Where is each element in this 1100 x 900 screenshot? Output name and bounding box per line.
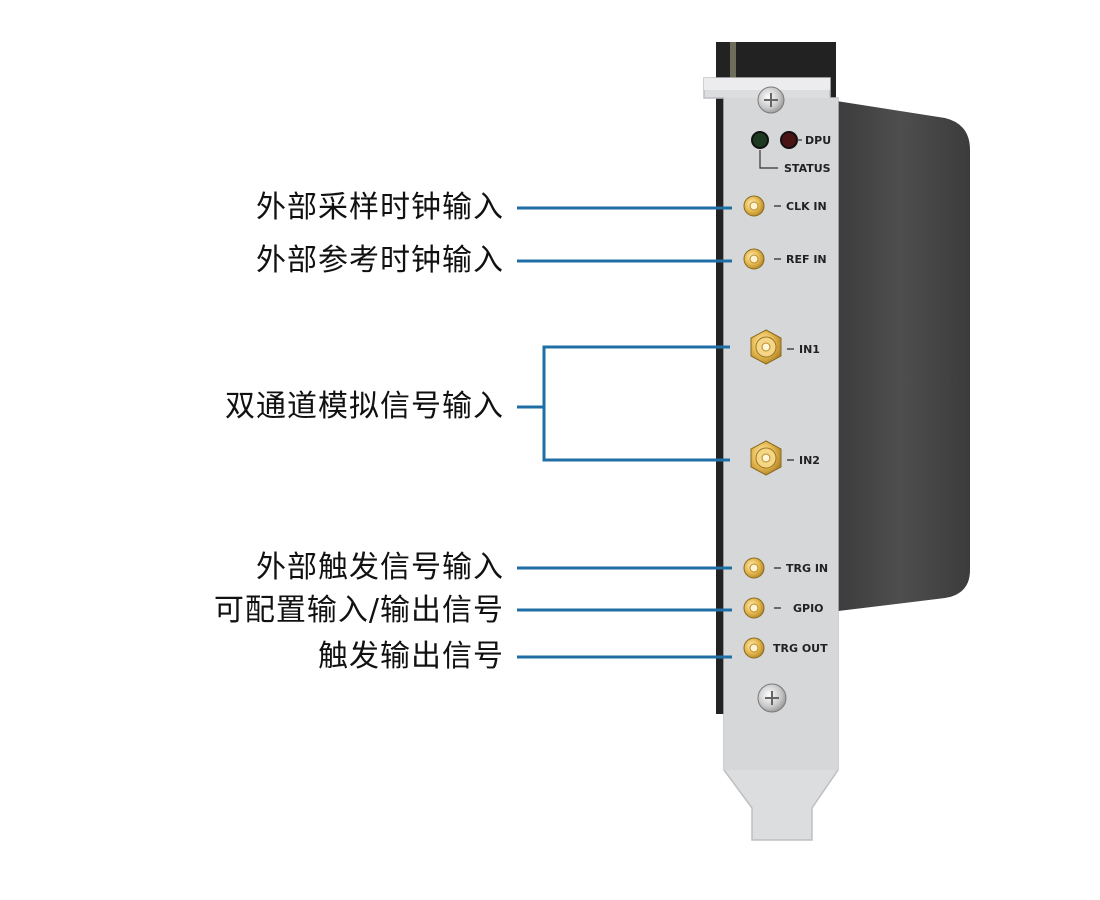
panel-label-in1: IN1	[799, 343, 820, 356]
panel-label-trg-out: TRG OUT	[773, 642, 828, 655]
leader-lines	[517, 206, 732, 659]
panel-label-in2: IN2	[799, 454, 820, 467]
panel-label-dpu: DPU	[805, 134, 832, 147]
dpu-led-icon	[780, 131, 798, 149]
trg-out-connector-icon	[743, 637, 765, 659]
panel-label-status: STATUS	[784, 162, 831, 175]
callout-ref-in: 外部参考时钟输入	[256, 243, 504, 278]
in2-connector-icon	[750, 440, 782, 476]
trg-in-connector-icon	[743, 557, 765, 579]
panel-label-clk-in: CLK IN	[786, 200, 827, 213]
ref-in-connector-icon	[743, 248, 765, 270]
panel-label-gpio: GPIO	[793, 602, 824, 615]
callout-trg-out: 触发输出信号	[318, 639, 504, 674]
status-led-icon	[751, 131, 769, 149]
callout-gpio: 可配置输入/输出信号	[213, 593, 504, 628]
callout-analog-in: 双通道模拟信号输入	[225, 389, 504, 424]
clk-in-connector-icon	[743, 195, 765, 217]
gpio-connector-icon	[743, 597, 765, 619]
callout-trg-in: 外部触发信号输入	[256, 550, 504, 585]
callout-clk-in: 外部采样时钟输入	[256, 190, 504, 225]
leader-analog-bracket	[542, 345, 730, 462]
panel-label-trg-in: TRG IN	[786, 562, 829, 575]
bottom-screw-icon	[757, 683, 787, 713]
heatsink	[830, 100, 970, 612]
panel-label-ref-in: REF IN	[786, 253, 827, 266]
in1-connector-icon	[750, 329, 782, 365]
top-screw-icon	[757, 86, 785, 114]
